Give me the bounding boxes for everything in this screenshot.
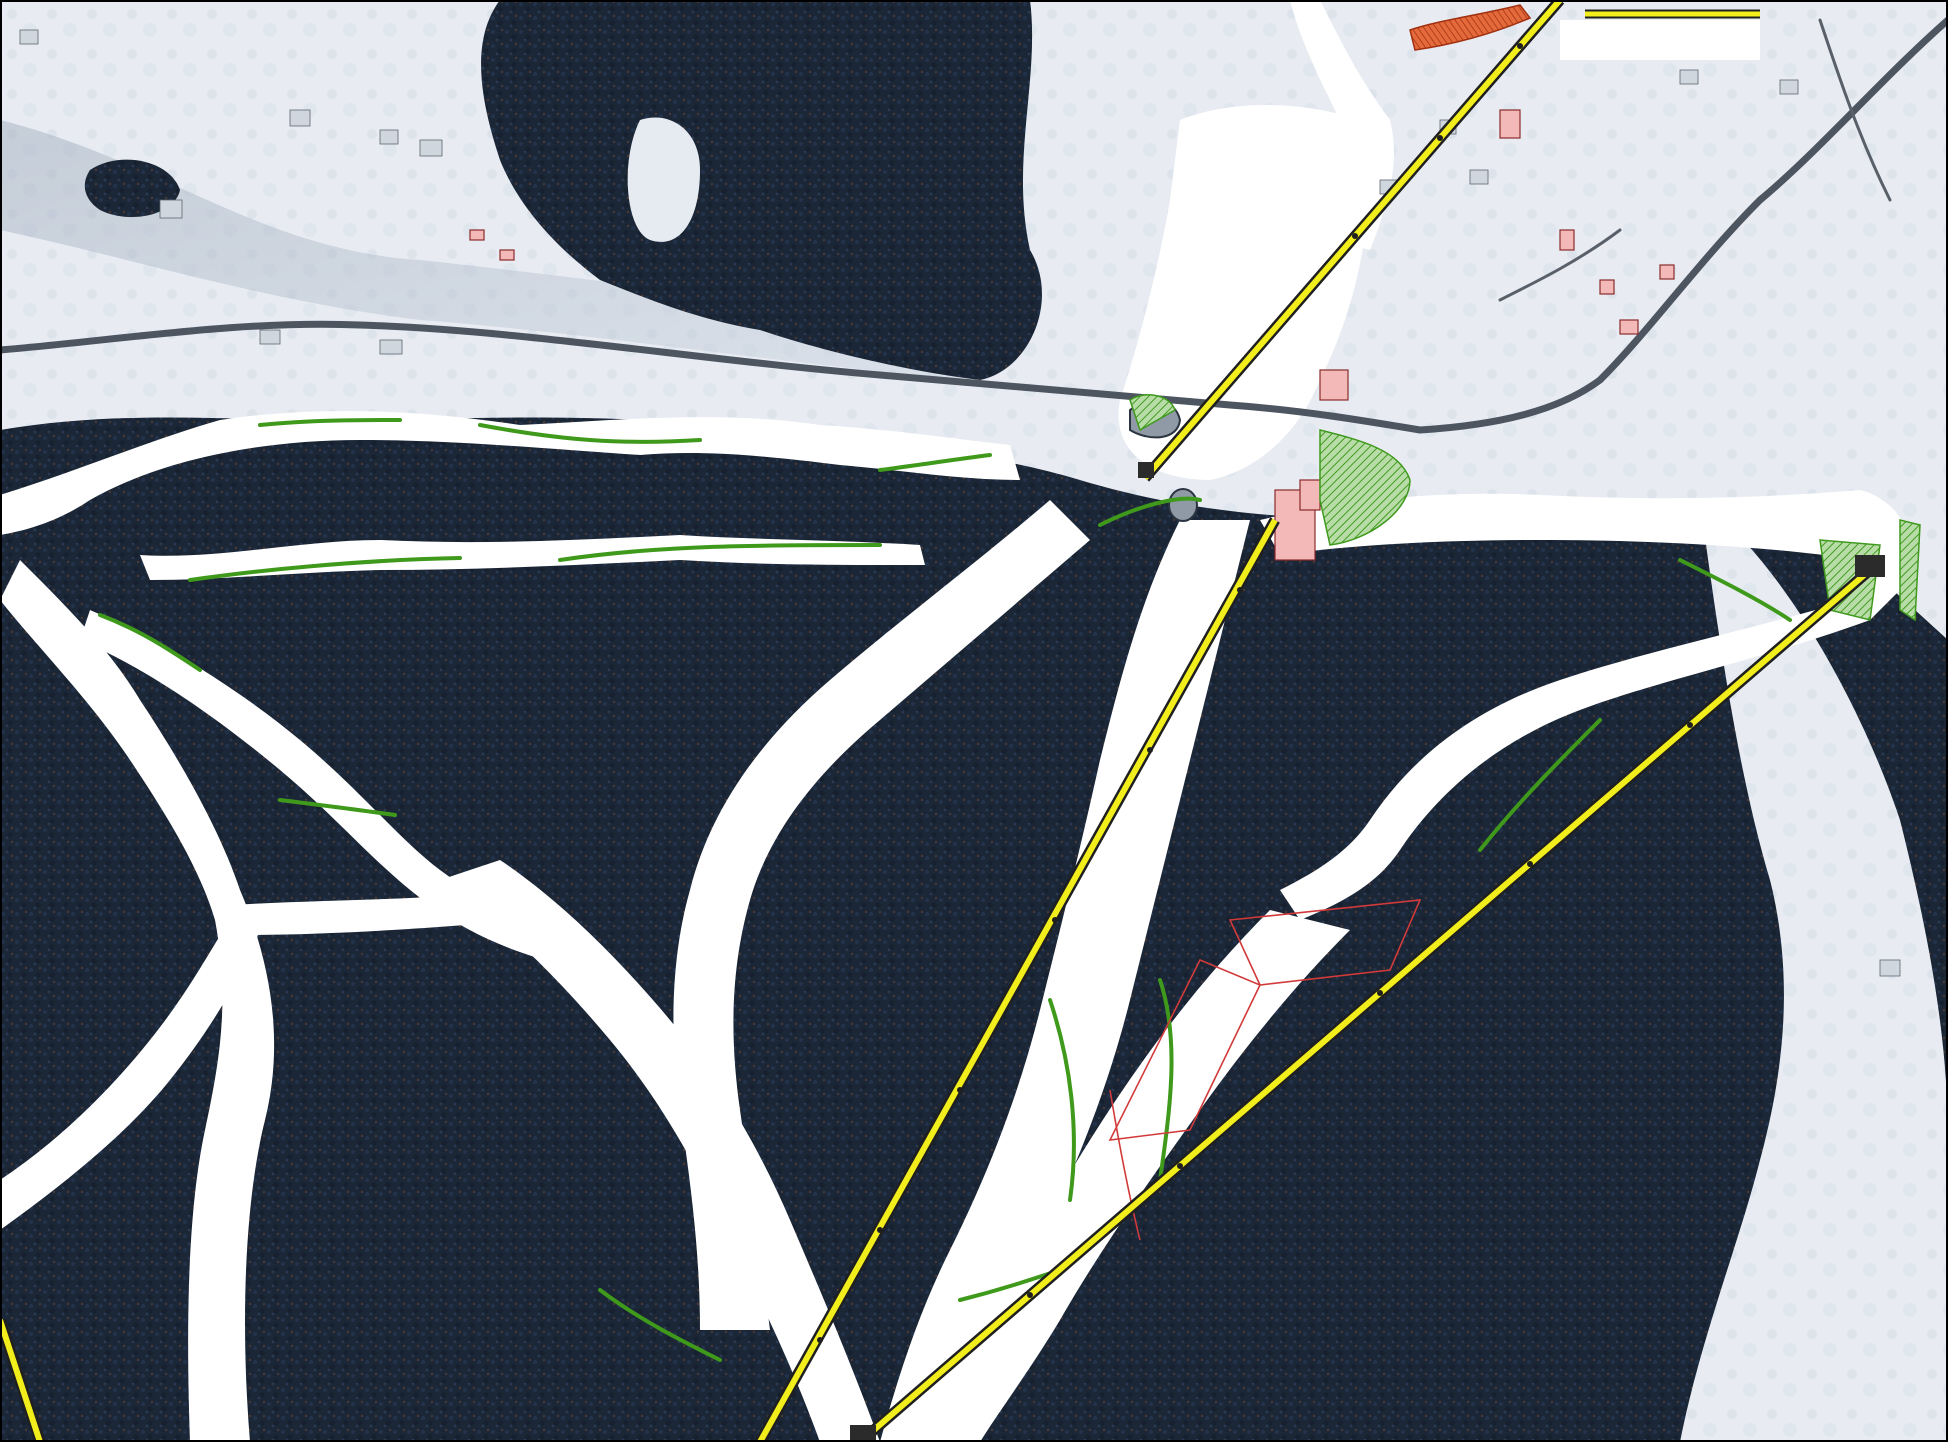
village-lane [1498,228,1622,302]
snow-meadow-east [1680,500,1948,1442]
piste-west-a[interactable] [0,560,275,1442]
piste-summit-link[interactable] [1290,0,1394,250]
parking-area[interactable] [1319,429,1411,546]
vegetation-edges [98,418,1792,1362]
lift-4[interactable] [0,1318,46,1442]
station-lift-1[interactable] [1138,462,1154,478]
lift-towers [817,43,1693,1343]
planned-zones[interactable] [1108,899,1422,1241]
piste-west-c[interactable] [80,610,565,965]
forest-patch-west [84,159,180,218]
village-east [1319,69,1901,977]
piste-east-traverse[interactable] [1260,490,1913,920]
lift-2[interactable] [755,517,1280,1442]
snow-meadow-northeast [1326,0,1948,500]
road-northeast [1416,16,1948,434]
side-road-east [1818,18,1892,202]
vegetation-patch-station [1129,394,1176,432]
valley-road [0,320,1424,434]
station-annex[interactable] [1299,479,1321,511]
vegetation-patch-east-edge [1899,519,1921,622]
piste-top-right[interactable] [1560,20,1760,60]
ski-lifts[interactable] [0,0,1885,1442]
top-station-east[interactable] [1855,555,1885,577]
planned-structure-top[interactable] [1409,4,1532,51]
piste-central-a[interactable] [440,860,880,1442]
valley-station-area[interactable] [1118,105,1368,480]
piste-main-descent[interactable] [880,520,1250,1442]
bottom-station-south[interactable] [850,1425,876,1442]
lift-1[interactable] [1140,0,1565,482]
forest-north [481,0,1042,380]
zone-north [1228,899,1422,986]
piste-central-b[interactable] [673,500,1090,1330]
piste-west-b[interactable] [0,920,260,1230]
village-west [19,29,515,355]
forest-south [0,417,1948,1442]
reservoir-small [1168,488,1198,522]
zone-south [1108,958,1262,1141]
piste-upper-traverse[interactable] [0,410,1020,535]
piste-west-link[interactable] [230,895,465,935]
clearing-north [627,117,700,242]
zone-boundary [1109,1089,1141,1241]
